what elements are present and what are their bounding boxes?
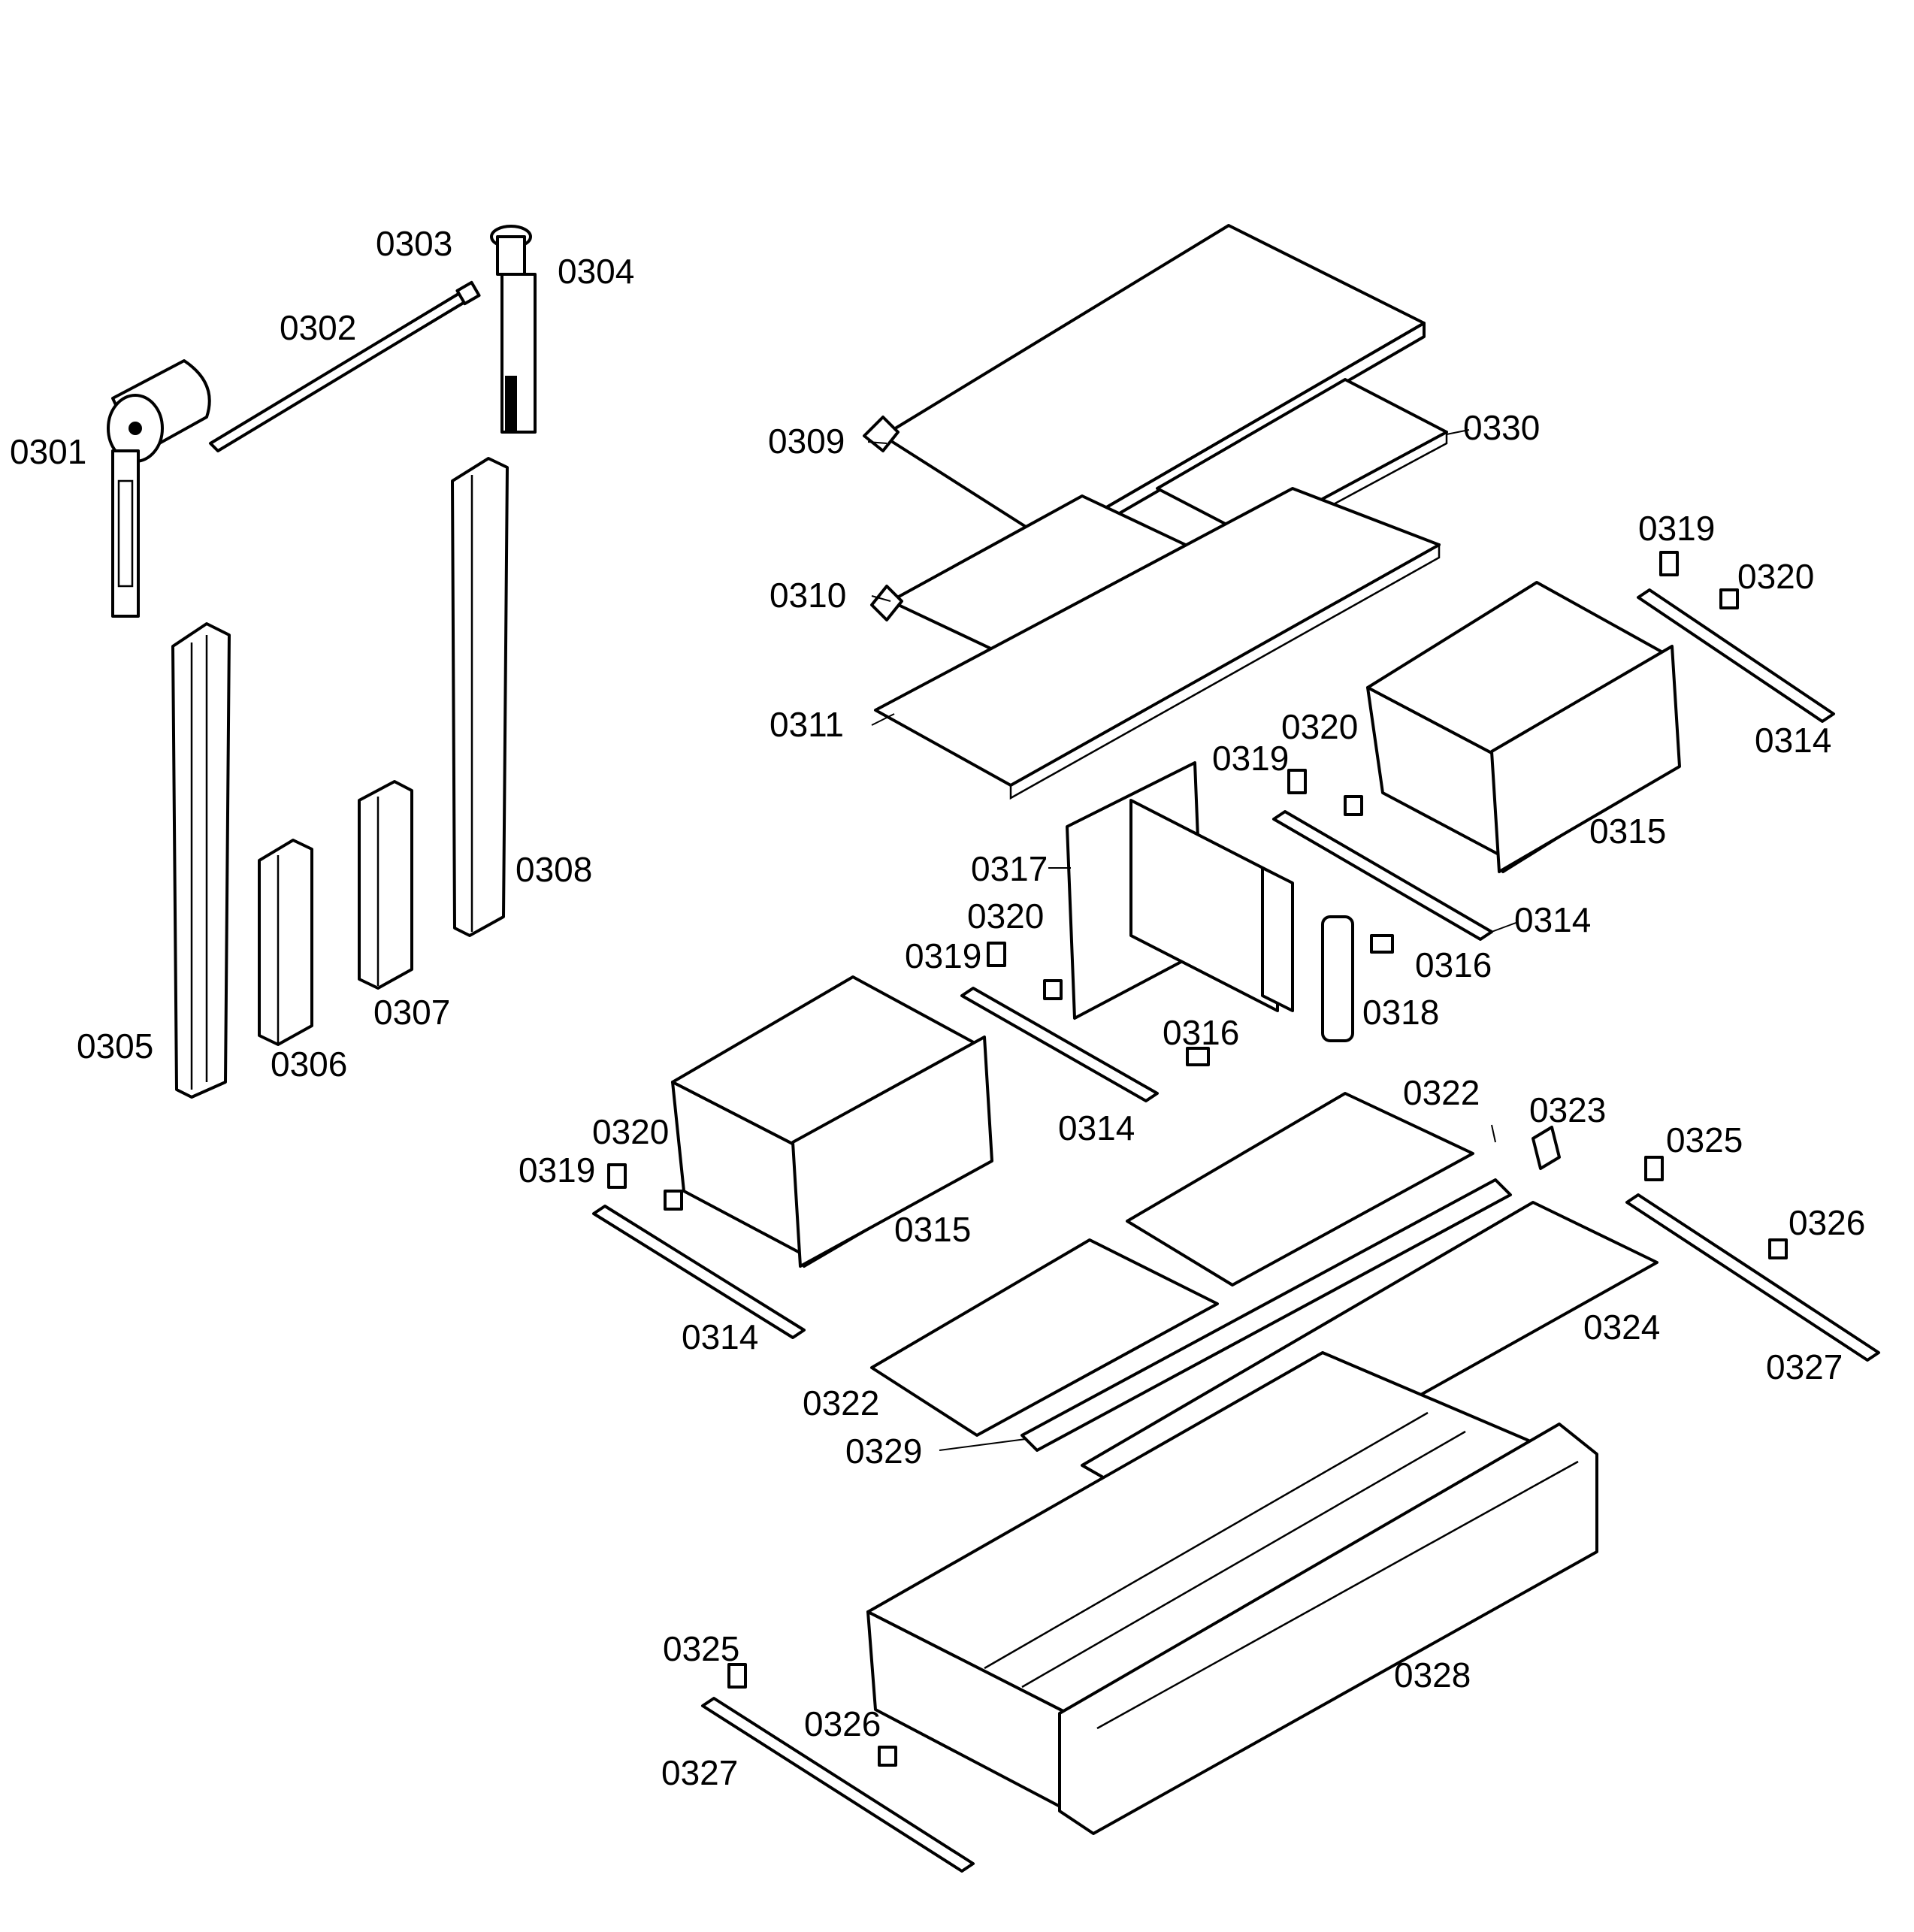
clip-0325-b[interactable] bbox=[727, 1663, 747, 1689]
clip-0326-b[interactable] bbox=[878, 1746, 897, 1767]
label-0325-b: 0325 bbox=[663, 1629, 739, 1668]
label-0311: 0311 bbox=[770, 705, 844, 744]
label-0322-a: 0322 bbox=[1403, 1073, 1480, 1112]
part-0322-cover-left[interactable] bbox=[870, 1238, 1219, 1437]
part-0317-cover[interactable] bbox=[1066, 761, 1294, 1020]
part-0306-channel[interactable] bbox=[258, 839, 313, 1046]
label-0320-b: 0320 bbox=[1281, 707, 1358, 746]
label-0325-a: 0325 bbox=[1666, 1120, 1743, 1160]
label-0308: 0308 bbox=[516, 850, 592, 889]
part-0323-bracket[interactable] bbox=[1532, 1126, 1561, 1170]
part-0328-drawer[interactable] bbox=[866, 1351, 1598, 1835]
label-0326-b: 0326 bbox=[804, 1704, 881, 1743]
label-0320-d: 0320 bbox=[592, 1112, 669, 1151]
label-0320-c: 0320 bbox=[967, 896, 1044, 936]
label-0304: 0304 bbox=[558, 252, 634, 291]
clip-0316-a[interactable] bbox=[1370, 934, 1394, 954]
label-0314-c: 0314 bbox=[1058, 1108, 1135, 1147]
label-0316-a: 0316 bbox=[1415, 945, 1492, 984]
label-0307: 0307 bbox=[373, 993, 450, 1032]
label-0327-b: 0327 bbox=[661, 1753, 738, 1792]
part-0315-crisper-upper[interactable] bbox=[1366, 581, 1681, 873]
label-0317: 0317 bbox=[971, 849, 1048, 888]
label-0316-b: 0316 bbox=[1163, 1013, 1239, 1052]
label-0327-a: 0327 bbox=[1766, 1347, 1843, 1386]
clip-0316-b[interactable] bbox=[1186, 1047, 1210, 1066]
part-0309-shelf[interactable] bbox=[863, 224, 1426, 556]
leader-lines bbox=[867, 429, 1519, 1451]
part-0311-shelf[interactable] bbox=[874, 487, 1441, 800]
part-0315-crisper-lower[interactable] bbox=[671, 975, 993, 1268]
part-0329-rail[interactable] bbox=[1020, 1178, 1512, 1452]
label-0319-a: 0319 bbox=[1638, 509, 1715, 548]
part-0308-channel[interactable] bbox=[451, 457, 509, 937]
label-0303: 0303 bbox=[376, 224, 452, 263]
part-0304-hinge[interactable] bbox=[490, 225, 537, 434]
clip-0320-d[interactable] bbox=[664, 1190, 683, 1211]
label-0320-a: 0320 bbox=[1737, 557, 1814, 596]
label-0315-b: 0315 bbox=[894, 1210, 971, 1249]
clip-0326-a[interactable] bbox=[1768, 1238, 1788, 1259]
label-0315-a: 0315 bbox=[1589, 812, 1666, 851]
part-0307-channel[interactable] bbox=[358, 780, 413, 990]
label-0305: 0305 bbox=[77, 1026, 153, 1066]
label-0330: 0330 bbox=[1463, 408, 1540, 447]
part-0305-channel[interactable] bbox=[171, 622, 231, 1099]
part-labels: 0301 0302 0303 0304 0305 0306 0307 0308 … bbox=[10, 224, 1865, 1792]
clip-0320-a[interactable] bbox=[1719, 588, 1739, 609]
part-0303-pin[interactable] bbox=[455, 280, 481, 306]
part-0322-cover-right[interactable] bbox=[1126, 1092, 1474, 1286]
part-0314-slide-upper[interactable] bbox=[1637, 588, 1835, 723]
label-0328: 0328 bbox=[1394, 1655, 1471, 1695]
clip-0319-c[interactable] bbox=[987, 942, 1006, 967]
label-0306: 0306 bbox=[271, 1045, 347, 1084]
label-0309: 0309 bbox=[768, 422, 845, 461]
label-0324: 0324 bbox=[1583, 1308, 1660, 1347]
label-0314-b: 0314 bbox=[1514, 900, 1591, 939]
clip-0319-a[interactable] bbox=[1659, 551, 1679, 576]
label-0314-a: 0314 bbox=[1755, 721, 1831, 760]
label-0302: 0302 bbox=[280, 308, 356, 347]
part-0314-slide-left[interactable] bbox=[960, 987, 1159, 1102]
label-0319-b: 0319 bbox=[1212, 739, 1289, 778]
part-0318-post[interactable] bbox=[1321, 915, 1354, 1042]
label-0319-d: 0319 bbox=[519, 1150, 595, 1190]
label-0314-d: 0314 bbox=[682, 1317, 758, 1356]
clip-0319-b[interactable] bbox=[1287, 769, 1307, 794]
label-0329: 0329 bbox=[845, 1432, 922, 1471]
label-0322-b: 0322 bbox=[803, 1383, 879, 1423]
label-0326-a: 0326 bbox=[1789, 1203, 1865, 1242]
clip-0325-a[interactable] bbox=[1644, 1156, 1664, 1181]
label-0318: 0318 bbox=[1362, 993, 1439, 1032]
part-0327-slide-left[interactable] bbox=[701, 1697, 975, 1873]
part-0314-slide-bottom[interactable] bbox=[592, 1205, 806, 1339]
clip-0320-c[interactable] bbox=[1043, 979, 1063, 1000]
label-0319-c: 0319 bbox=[905, 936, 981, 975]
label-0323: 0323 bbox=[1529, 1090, 1606, 1129]
label-0301: 0301 bbox=[10, 432, 86, 471]
clip-0320-b[interactable] bbox=[1344, 795, 1363, 816]
clip-0319-d[interactable] bbox=[607, 1163, 627, 1189]
label-0310: 0310 bbox=[770, 576, 846, 615]
part-0301-hinge[interactable] bbox=[107, 359, 211, 618]
part-0327-slide-right[interactable] bbox=[1625, 1193, 1880, 1362]
